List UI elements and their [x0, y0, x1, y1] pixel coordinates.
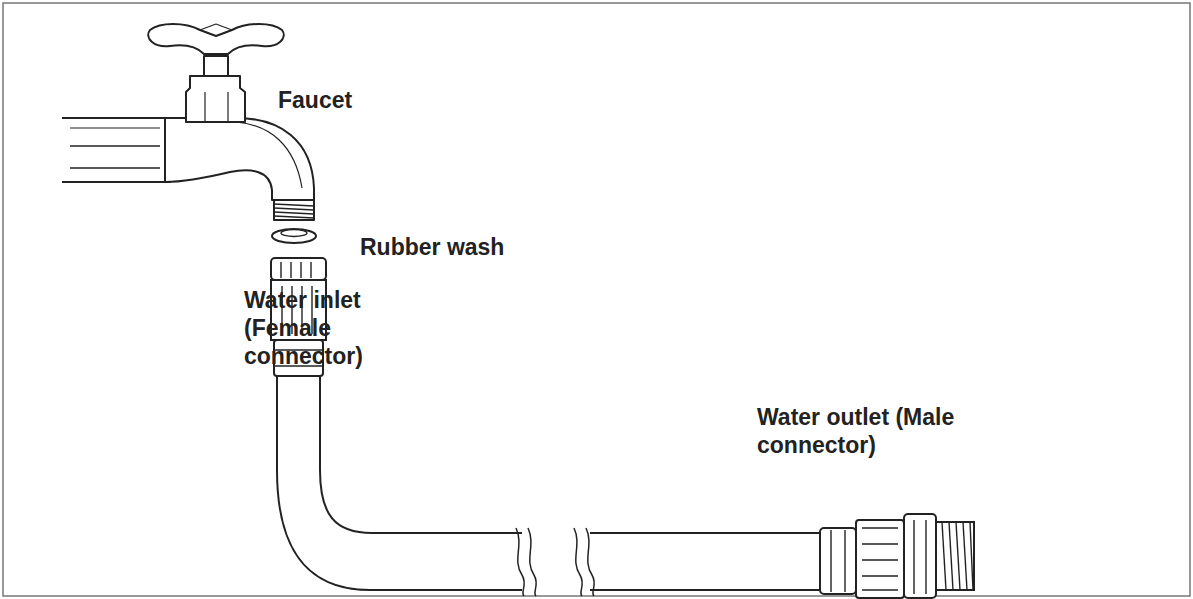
part-label: Water inlet (Female connector) — [244, 286, 370, 370]
rubber-washer — [272, 229, 316, 243]
frame — [3, 3, 1190, 596]
part-label: Rubber wash — [360, 233, 504, 261]
part-label: Water outlet (Male connector) — [757, 403, 962, 459]
hose — [277, 372, 824, 596]
faucet — [62, 24, 314, 220]
male-connector — [820, 514, 974, 598]
part-label: Faucet — [278, 86, 352, 114]
